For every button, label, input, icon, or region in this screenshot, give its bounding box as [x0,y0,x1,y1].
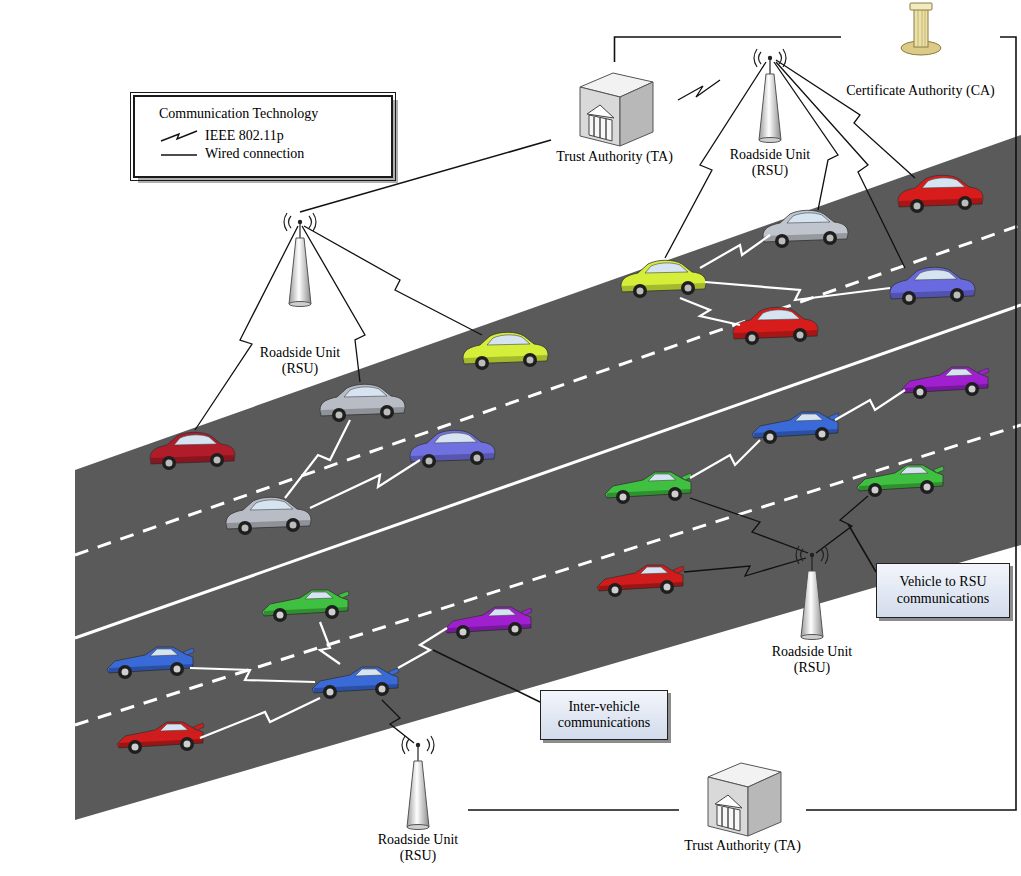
certificate-authority-icon [899,2,943,58]
legend-text: IEEE 802.11p [205,128,284,144]
wireless-link [678,80,720,100]
wire-sample [161,154,197,155]
roadside-unit-symbol [754,49,786,143]
sports-car [752,412,839,444]
wireless-link [310,460,420,508]
car [150,432,235,470]
wireless-sample [161,131,197,141]
car [410,430,495,468]
roadside-unit: Roadside Unit (RSU) [250,212,350,377]
sports-car [857,465,944,497]
node-label: Roadside Unit (RSU) [372,832,464,864]
wireless-link [690,498,808,553]
car [890,267,975,305]
sports-car [597,565,684,597]
wireless-link [285,420,350,498]
wireless-link [195,226,298,430]
roadside-unit-icon [792,545,832,640]
sports-car [312,667,399,699]
roadside-unit: Roadside Unit (RSU) [368,735,468,864]
trust-authority-icon [575,62,655,147]
leader-line [433,650,540,702]
roadside-unit-symbol [796,546,828,640]
wired-connection [806,37,1016,810]
trust-authority-symbol [580,73,653,146]
car [463,332,548,370]
trust-authority-icon [703,752,783,837]
legend-sample [159,128,199,144]
roadside-unit-icon [398,735,438,830]
wireless-link [705,282,890,300]
wireless-link [774,62,838,210]
certificate-authority: Certificate Authority (CA) [841,2,1000,99]
node-label: Certificate Authority (CA) [845,83,996,99]
legend-box: Communication Technology IEEE 802.11pWir… [133,95,393,178]
wired-connection [468,809,679,811]
node-label: Roadside Unit (RSU) [766,644,858,676]
car [763,210,848,248]
wireless-link [690,440,760,478]
wireless-link [320,622,340,664]
trust-authority-symbol [708,763,781,836]
sports-car [117,722,204,754]
roadside-unit-icon [750,48,790,143]
car [226,497,311,535]
car [898,175,983,213]
roadside-unit: Roadside Unit (RSU) [762,545,862,676]
wireless-link [398,628,447,668]
wireless-link [680,298,740,325]
car [733,307,818,345]
roadside-unit-symbol [284,213,316,307]
wired-connection [615,37,842,62]
wireless-link [700,235,770,268]
legend-row: Wired connection [159,145,381,163]
callout-text: Vehicle to RSU communications [883,574,1003,606]
trust-authority: Trust Authority (TA) [551,62,678,165]
trust-authority: Trust Authority (TA) [679,752,806,854]
road [75,135,1021,820]
cars [107,175,989,754]
callout-box: Inter-vehicle communications [540,690,668,740]
wireless-link [200,698,320,738]
leader-lines [433,524,876,702]
wireless-link [304,226,482,335]
legend-sample [159,146,199,162]
leader-line [848,524,876,572]
node-label: Roadside Unit (RSU) [254,345,346,377]
wireless-link [190,668,315,682]
car [621,260,706,298]
lane-dash [75,225,1021,555]
sports-car [445,607,532,639]
legend-title: Communication Technology [159,105,381,123]
roadside-unit: Roadside Unit (RSU) [720,48,820,179]
legend-text: Wired connection [205,146,304,162]
inter-vehicle-links [190,235,905,738]
sports-car [262,590,349,622]
sports-car [902,367,989,399]
certificate-authority-symbol [901,3,941,55]
wireless-link [835,390,905,420]
legend-row: IEEE 802.11p [159,127,381,145]
roadside-unit-icon [280,212,320,307]
roadside-unit-symbol [402,736,434,830]
sports-car [605,472,692,504]
node-label: Trust Authority (TA) [683,838,802,854]
sports-car [107,647,194,679]
callout-box: Vehicle to RSU communications [876,563,1010,618]
lane-dash [75,425,1021,725]
wireless-link [684,558,806,576]
node-label: Roadside Unit (RSU) [724,147,816,179]
car [320,384,405,422]
node-label: Trust Authority (TA) [555,149,674,165]
callout-text: Inter-vehicle communications [547,699,661,731]
wireless-link [382,700,414,743]
